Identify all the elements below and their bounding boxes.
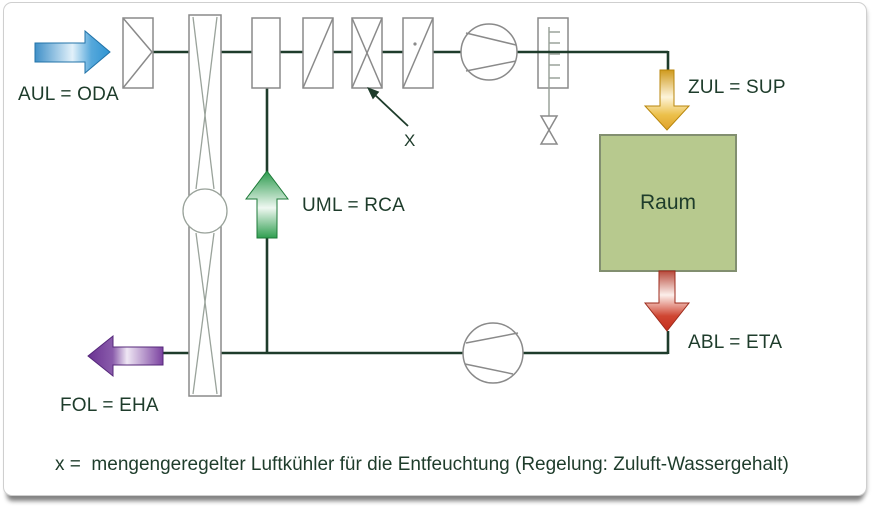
outside-air-label: AUL = ODA: [18, 84, 119, 105]
valve-icon: [539, 115, 559, 145]
recirculation-air-label: UML = RCA: [302, 195, 405, 216]
extract-fan-icon: [462, 322, 524, 384]
exhaust-air-label: FOL = EHA: [60, 395, 159, 416]
duct-lines: [153, 50, 670, 355]
recirculation-air-arrow-icon: [245, 170, 289, 239]
x-marker-label: X: [404, 131, 416, 150]
extract-air-arrow-icon: [643, 270, 691, 332]
room-label: Raum: [639, 191, 697, 214]
supply-air-arrow-icon: [643, 69, 691, 131]
extract-air-label: ABL = ETA: [688, 332, 783, 353]
x-annotation-arrow-icon: [367, 87, 409, 127]
room-box: [599, 134, 737, 272]
heater-coil-icon: [302, 17, 334, 89]
reheater-coil-icon: [402, 17, 434, 89]
cooler-coil-icon: [351, 17, 383, 89]
mixing-box-icon: [251, 17, 281, 89]
outside-air-arrow-icon: [34, 29, 111, 75]
exhaust-air-arrow-icon: [87, 334, 164, 378]
humidifier-icon: [537, 17, 569, 116]
figure-caption: x = mengengeregelter Luftkühler für die …: [55, 454, 789, 475]
rotary-heat-exchanger-icon: [182, 14, 228, 397]
supply-air-label: ZUL = SUP: [688, 77, 786, 98]
supply-fan-icon: [460, 23, 518, 81]
damper-icon: [122, 17, 154, 89]
